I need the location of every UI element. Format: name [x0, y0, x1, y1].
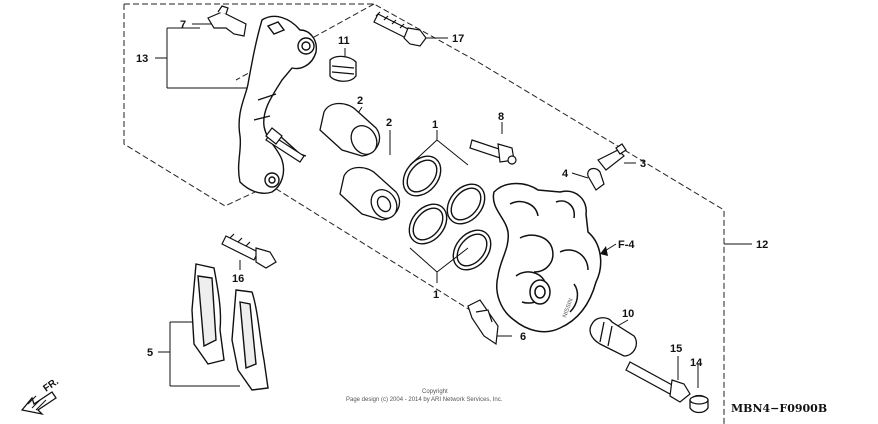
- front-direction-arrow-icon: [20, 391, 57, 416]
- callout-labels: 1 1 2 2 3 4 5 6 7 8 10 11 12 13 14 15 16…: [136, 19, 768, 369]
- callout-2-upper: 2: [357, 95, 363, 107]
- brake-pads: [191, 263, 269, 391]
- piston-seals: [402, 155, 492, 271]
- pin-bolt-15: [625, 361, 691, 403]
- callout-12: 12: [756, 239, 768, 251]
- bracket-pin: [265, 127, 305, 163]
- slide-pin-8: [469, 139, 517, 165]
- pad-retainer-6: [467, 299, 499, 346]
- pin-sleeve-10: [589, 317, 638, 357]
- bolt-17: [373, 11, 427, 47]
- callout-8: 8: [498, 111, 504, 123]
- bolt-16: [221, 233, 277, 269]
- pad-spring: [207, 5, 247, 37]
- callout-1-upper: 1: [432, 119, 438, 131]
- callout-7: 7: [180, 19, 186, 31]
- caliper-bracket: [237, 15, 317, 194]
- piston-lower: [339, 166, 401, 221]
- callout-10: 10: [622, 308, 634, 320]
- callout-11: 11: [338, 35, 350, 47]
- section-reference: F-4: [618, 239, 635, 251]
- callout-1-lower: 1: [433, 289, 439, 301]
- callout-3: 3: [640, 158, 646, 170]
- caliper-body: [492, 182, 602, 333]
- diagram-code: MBN4−F0900B: [731, 402, 827, 415]
- piston-upper: [319, 102, 381, 157]
- callout-4: 4: [562, 168, 569, 180]
- callout-6: 6: [520, 331, 526, 343]
- callout-16: 16: [232, 273, 244, 285]
- callout-15: 15: [670, 343, 682, 355]
- section-ref-arrow-icon: [600, 246, 608, 256]
- callout-5: 5: [147, 347, 153, 359]
- copyright-line-2: Page design (c) 2004 - 2014 by ARI Netwo…: [346, 397, 503, 403]
- pin-boot-11: [329, 55, 357, 82]
- front-direction-label: FR.: [41, 376, 61, 394]
- callout-17: 17: [452, 33, 464, 45]
- bleeder-screw: [587, 143, 627, 191]
- plug-14: [689, 394, 709, 414]
- callout-14: 14: [690, 357, 703, 369]
- callout-2-lower: 2: [386, 117, 392, 129]
- copyright-line-1: Copyright: [422, 389, 448, 395]
- callout-13: 13: [136, 53, 148, 65]
